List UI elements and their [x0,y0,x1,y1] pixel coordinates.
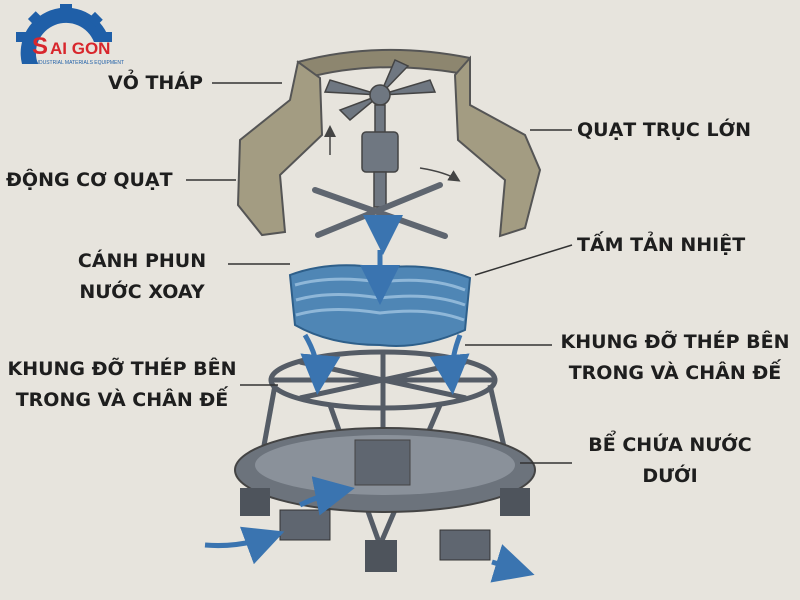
axial-fan [323,58,437,208]
label-line: KHUNG ĐỠ THÉP BÊN [560,331,790,353]
label-sprinkler: CÁNH PHUN NƯỚC XOAY [62,246,222,308]
label-basin: BỂ CHỨA NƯỚC DƯỚI [575,430,765,492]
label-line: NƯỚC XOAY [79,281,205,303]
gear-icon [16,4,112,64]
water-flow-arrows [204,215,535,583]
label-fan-motor: ĐỘNG CƠ QUẠT [6,169,173,191]
leader-lines [186,82,573,464]
label-line: TRONG VÀ CHÂN ĐẾ [568,362,782,384]
saigon-logo: S AI GON INDUSTRIAL MATERIALS EQUIPMENT [16,4,124,66]
label-line: CÁNH PHUN [77,250,207,272]
logo-brand-text: S [32,33,48,60]
label-line: KHUNG ĐỠ THÉP BÊN [7,358,237,380]
label-line: BỂ CHỨA NƯỚC [588,434,752,456]
label-axial-fan: QUẠT TRỤC LỚN [577,119,752,141]
label-fill-sheet: TẤM TẢN NHIỆT [577,234,746,256]
label-shell: VỎ THÁP [108,72,203,94]
water-basin [234,427,536,572]
fill-sheet [288,264,472,347]
label-frame-left: KHUNG ĐỠ THÉP BÊN TRONG VÀ CHÂN ĐẾ [2,354,242,416]
label-line: TRONG VÀ CHÂN ĐẾ [15,389,229,411]
rotation-arrows [324,125,461,182]
svg-text:AI GON: AI GON [50,39,110,58]
logo-tagline: INDUSTRIAL MATERIALS EQUIPMENT [34,60,124,66]
sprinkler-arms [312,182,448,239]
label-line: DƯỚI [642,465,698,487]
tower-shell [236,48,542,238]
label-frame-right: KHUNG ĐỠ THÉP BÊN TRONG VÀ CHÂN ĐẾ [555,327,795,389]
